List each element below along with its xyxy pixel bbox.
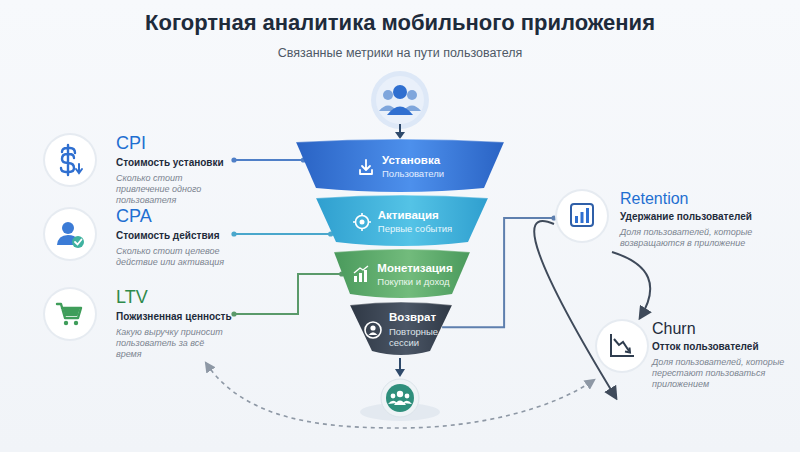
metric-description: Сколько стоит целевое действие или актив… [116, 246, 232, 269]
metric-subtitle: Отток пользователей [652, 341, 790, 353]
band-rim [350, 302, 452, 305]
metric-name: CPA [116, 207, 232, 227]
metric-description: Доля пользователей, которые возвращаются… [620, 227, 788, 250]
diagram-caption: Связанные метрики на пути пользователя [0, 46, 800, 60]
band-icon [363, 320, 383, 340]
band-subtitle: Пользователи [382, 169, 444, 180]
metric-description: Какую выручку приносит пользователь за в… [116, 327, 232, 361]
band-subtitle: Покупки и доход [377, 277, 452, 288]
band-text: МонетизацияПокупки и доход [377, 262, 452, 289]
band-content: ВозвратПовторные сессии [350, 303, 452, 357]
metric-icon [554, 188, 610, 244]
band-rim [296, 139, 504, 142]
result-badge [386, 384, 414, 412]
exit-arrow [395, 369, 405, 377]
metric-subtitle: Пожизненная ценность [116, 311, 232, 323]
metric-icon [42, 206, 98, 262]
user-icon [407, 90, 417, 100]
connector [206, 363, 594, 428]
metric-icon [42, 286, 98, 342]
funnel-band: МонетизацияПокупки и доход [334, 250, 470, 300]
band-title: Возврат [389, 311, 439, 325]
metric-description: Сколько стоит привлечение одного пользов… [116, 173, 232, 207]
band-text: АктивацияПервые события [378, 209, 452, 236]
metric-card: CPA Стоимость действияСколько стоит целев… [42, 202, 234, 276]
band-subtitle: Повторные сессии [389, 327, 439, 349]
metric-text: ChurnОтток пользователейДоля пользовател… [652, 320, 790, 390]
group-icon [397, 391, 403, 397]
metric-card: CPI Стоимость установкиСколько стоит прив… [42, 128, 234, 209]
band-outline [350, 302, 452, 355]
funnel-band: АктивацияПервые события [316, 196, 488, 248]
band-content: МонетизацияПокупки и доход [334, 250, 470, 300]
metric-card: ChurnОтток пользователейДоля пользовател… [594, 318, 792, 398]
band-title: Монетизация [377, 262, 452, 276]
band-text: ВозвратПовторные сессии [389, 311, 439, 349]
user-icon [393, 85, 407, 99]
band-icon [352, 212, 372, 232]
band-content: АктивацияПервые события [316, 196, 488, 248]
connector [234, 233, 331, 235]
metric-name: Churn [652, 320, 790, 338]
connector [612, 252, 650, 318]
entry-arrow [395, 132, 405, 139]
group-icon [405, 394, 410, 399]
metric-card: LTV Пожизненная ценностьКакую выручку при… [42, 282, 234, 363]
band-title: Активация [378, 209, 452, 223]
user-icon [387, 107, 413, 116]
metric-name: CPI [116, 134, 232, 154]
group-icon [388, 401, 412, 406]
metric-text: CPI Стоимость установкиСколько стоит прив… [116, 134, 232, 207]
result-badge [381, 379, 419, 417]
connector [234, 274, 342, 314]
band-outline [316, 195, 488, 246]
diagram-title: Когортная аналитика мобильного приложени… [0, 10, 800, 36]
metric-subtitle: Стоимость действия [116, 230, 232, 242]
funnel-band: УстановкаПользователи [296, 140, 504, 194]
metric-text: RetentionУдержание пользователейДоля пол… [620, 190, 788, 249]
metric-text: LTV Пожизненная ценностьКакую выручку при… [116, 288, 232, 361]
metric-name: Retention [620, 190, 788, 208]
band-rim [316, 195, 488, 198]
user-badge [371, 71, 429, 129]
band-shape [296, 140, 504, 194]
band-shape [334, 250, 470, 300]
metric-name: LTV [116, 288, 232, 308]
band-subtitle: Первые события [378, 224, 452, 235]
band-shape [316, 196, 488, 248]
connector [234, 159, 303, 161]
metric-subtitle: Удержание пользователей [620, 211, 788, 223]
band-icon [356, 157, 376, 177]
funnel-band: ВозвратПовторные сессии [350, 303, 452, 357]
band-icon [351, 265, 371, 285]
band-text: УстановкаПользователи [382, 154, 444, 181]
band-outline [334, 249, 470, 298]
band-content: УстановкаПользователи [296, 140, 504, 194]
connector [534, 221, 616, 398]
user-icon [383, 90, 393, 100]
group-icon [391, 394, 396, 399]
band-title: Установка [382, 154, 444, 168]
metric-icon [594, 318, 650, 374]
band-rim [334, 249, 470, 252]
metric-card: RetentionУдержание пользователейДоля пол… [554, 188, 792, 252]
band-outline [296, 139, 504, 192]
metric-text: CPA Стоимость действияСколько стоит целев… [116, 207, 232, 268]
metric-subtitle: Стоимость установки [116, 157, 232, 169]
user-badge-inner [376, 76, 424, 124]
metric-icon [42, 132, 98, 188]
metric-description: Доля пользователей, которые перестают по… [652, 357, 790, 391]
